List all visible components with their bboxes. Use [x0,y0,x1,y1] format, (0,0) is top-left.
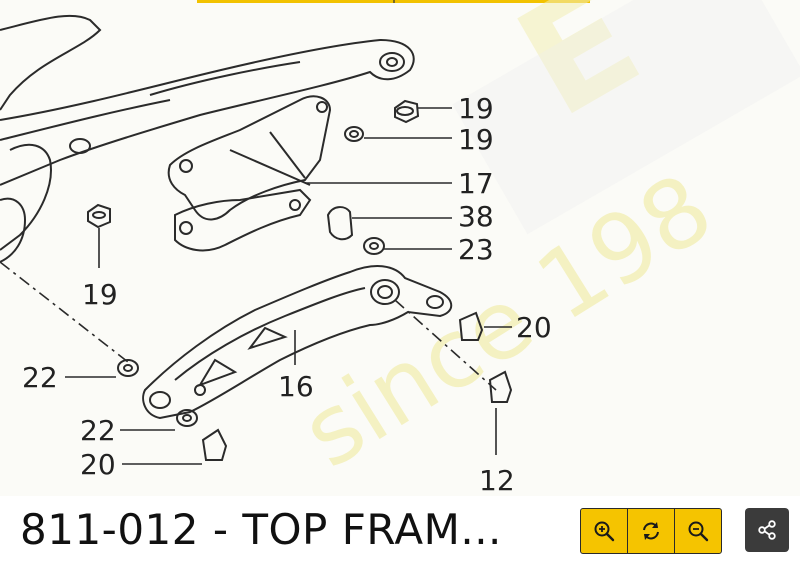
callout-22b: 22 [80,414,116,447]
zoom-controls [580,508,722,554]
diagram-drawing: E since 198 [0,0,800,496]
zoom-out-icon [688,521,709,542]
callout-20a: 20 [516,311,552,344]
small-parts [87,99,513,461]
callout-17: 17 [458,167,494,200]
callout-22a: 22 [22,361,58,394]
page-title: 811-012 - TOP FRAM... [20,505,502,554]
share-button[interactable] [745,508,789,552]
top-accent-divider [393,0,395,3]
reset-view-button[interactable] [628,509,675,553]
share-icon [758,520,776,540]
callout-16: 16 [278,370,314,403]
upper-frame [0,14,415,263]
callout-labels: 19 19 17 38 23 19 20 16 22 22 20 12 [22,92,552,496]
lower-arm-16 [142,265,453,420]
callout-19b: 19 [458,123,494,156]
callout-19a: 19 [458,92,494,125]
callout-20b: 20 [80,448,116,481]
zoom-in-icon [594,521,615,542]
callout-23: 23 [458,233,494,266]
watermark: E since 198 [284,0,800,490]
watermark-text: since 198 [284,153,731,489]
leader-lines [0,107,512,465]
bracket-17 [167,95,332,252]
zoom-in-button[interactable] [581,509,628,553]
zoom-out-button[interactable] [675,509,721,553]
callout-19c: 19 [82,278,118,311]
parts-diagram[interactable]: E since 198 [0,0,800,496]
callout-38: 38 [458,200,494,233]
refresh-icon [643,522,659,540]
callout-12: 12 [479,464,515,496]
